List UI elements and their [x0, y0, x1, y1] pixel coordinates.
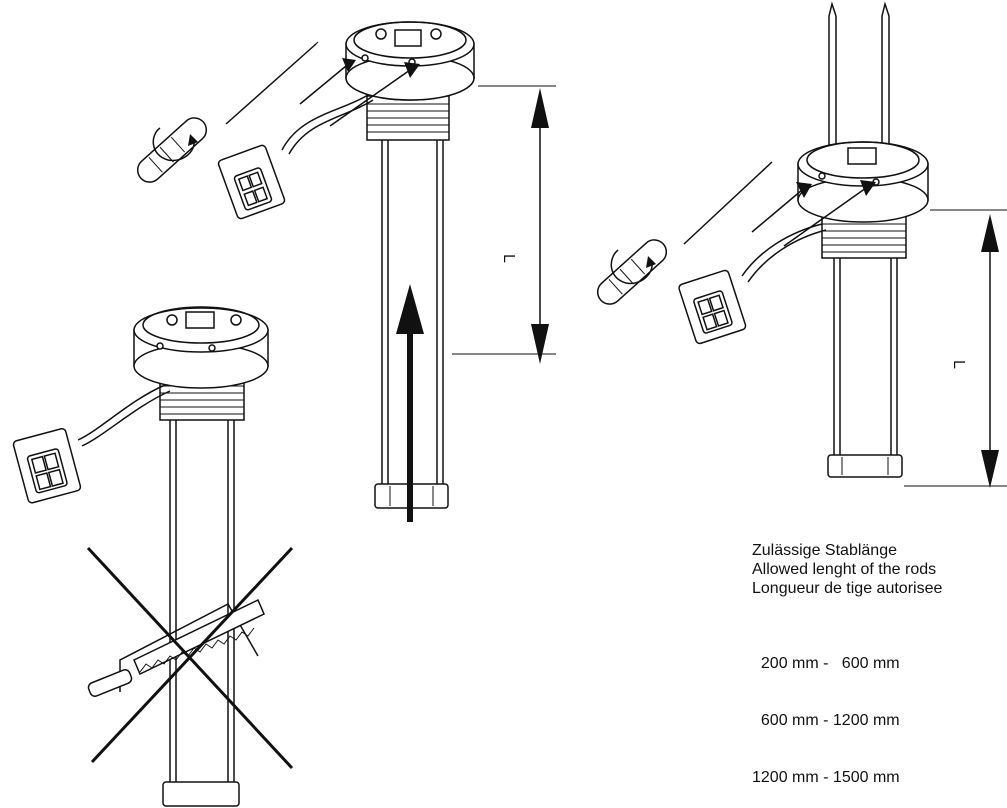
sensor-rods: [827, 250, 903, 478]
rotation-arrow-icon: [152, 127, 198, 162]
dimension-line: [904, 209, 1007, 488]
sensor-rods: [162, 410, 240, 807]
allowed-rod-length-caption: Zulässige Stablänge Allowed lenght of th…: [752, 541, 1007, 598]
sensor-head: [133, 306, 269, 389]
sensor-head: [345, 21, 475, 101]
sensor-thread: [366, 95, 450, 141]
sensor-pins: [828, 1, 890, 168]
sensor-thread: [821, 215, 907, 259]
range-item: 1200 mm - 1500 mm: [752, 769, 900, 786]
sensor-figure-with-pins: L: [596, 1, 1007, 488]
cable-connector: [12, 384, 171, 504]
screw-arrows: [751, 180, 876, 247]
saw-icon: [87, 598, 265, 697]
range-item: 200 mm - 600 mm: [752, 655, 900, 672]
cable-connector: [678, 223, 827, 345]
rotation-arrow-icon: [610, 249, 656, 285]
dimension-label: L: [500, 254, 517, 263]
screw-arrows: [299, 58, 420, 127]
sensor-figure-insertion: L: [136, 21, 556, 522]
sensor-head: [797, 141, 929, 223]
rod-length-ranges: 200 mm - 600 mm 600 mm - 1200 mm 1200 mm…: [752, 616, 1007, 806]
sensor-figure-no-cutting: [12, 306, 294, 807]
dimension-label: L: [950, 360, 967, 369]
range-item: 600 mm - 1200 mm: [752, 712, 900, 729]
dimension-line: [452, 85, 556, 364]
insert-arrow: [396, 284, 424, 522]
caption-french: Longueur de tige autorisee: [752, 580, 943, 597]
prohibited-cross-icon: [86, 546, 294, 770]
cable-connector: [217, 94, 374, 220]
caption-german: Zulässige Stablänge: [752, 542, 897, 559]
caption-english: Allowed lenght of the rods: [752, 561, 937, 578]
